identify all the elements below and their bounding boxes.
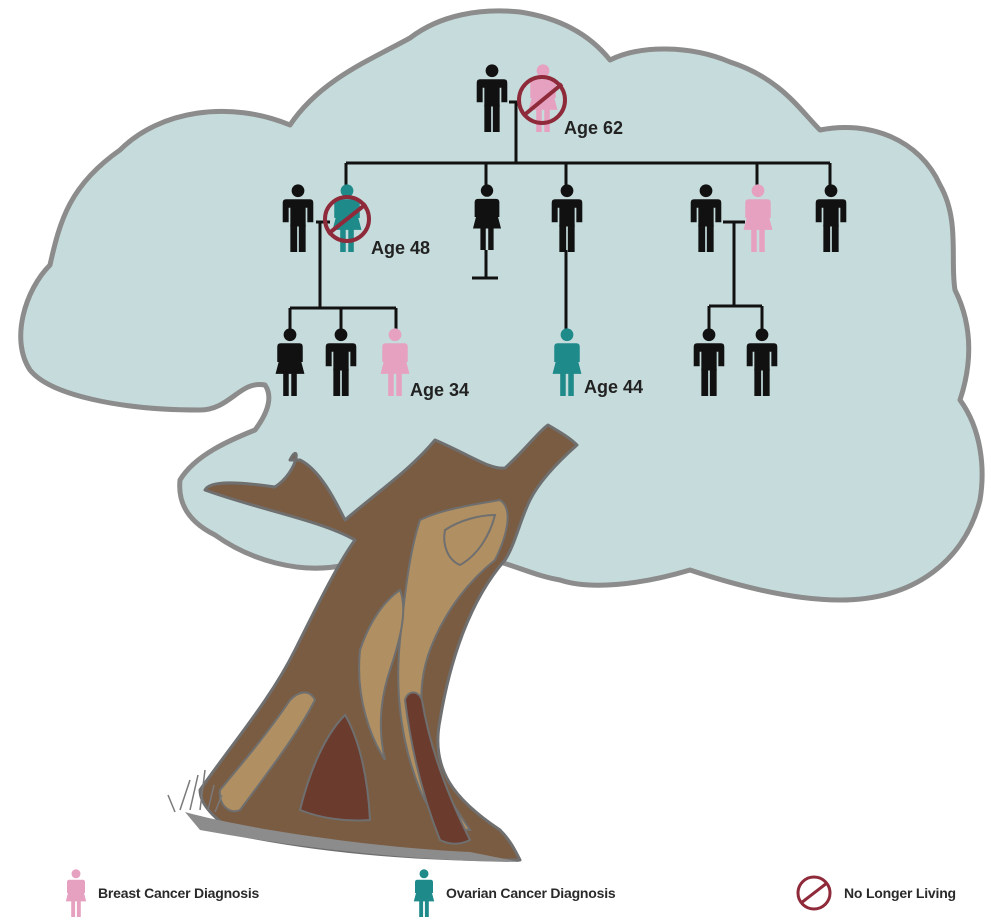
breast-cancer-legend-label: Breast Cancer Diagnosis <box>98 885 260 901</box>
grandmother-deceased-icon <box>517 75 567 125</box>
no-longer-living-legend-label: No Longer Living <box>844 885 956 901</box>
trunk-shadow-right <box>403 691 472 845</box>
pedigree-lines <box>288 100 832 332</box>
trunk-highlight-upper <box>443 513 497 567</box>
ovarian-cancer-icon <box>413 869 435 917</box>
mother-age-label: Age 48 <box>371 238 430 258</box>
trunk-shadow-center <box>298 713 372 822</box>
no-longer-living-icon <box>796 875 832 911</box>
mother-deceased-icon <box>323 195 371 243</box>
cousin-age-label: Age 44 <box>584 377 643 397</box>
tree-canopy <box>18 8 985 603</box>
grass-tuft <box>167 769 223 813</box>
grandmother-age-label: Age 62 <box>564 118 623 138</box>
daughter-age-label: Age 34 <box>410 380 469 400</box>
trunk-highlight-left <box>218 691 317 813</box>
ovarian-cancer-legend-label: Ovarian Cancer Diagnosis <box>446 885 616 901</box>
breast-cancer-icon <box>65 869 87 917</box>
legend-breast: Breast Cancer Diagnosis <box>64 866 259 920</box>
ground-shadow <box>185 812 520 862</box>
legend-deceased: No Longer Living <box>794 866 956 920</box>
trunk-highlight-mid <box>358 588 405 761</box>
legend-ovarian: Ovarian Cancer Diagnosis <box>412 866 616 920</box>
